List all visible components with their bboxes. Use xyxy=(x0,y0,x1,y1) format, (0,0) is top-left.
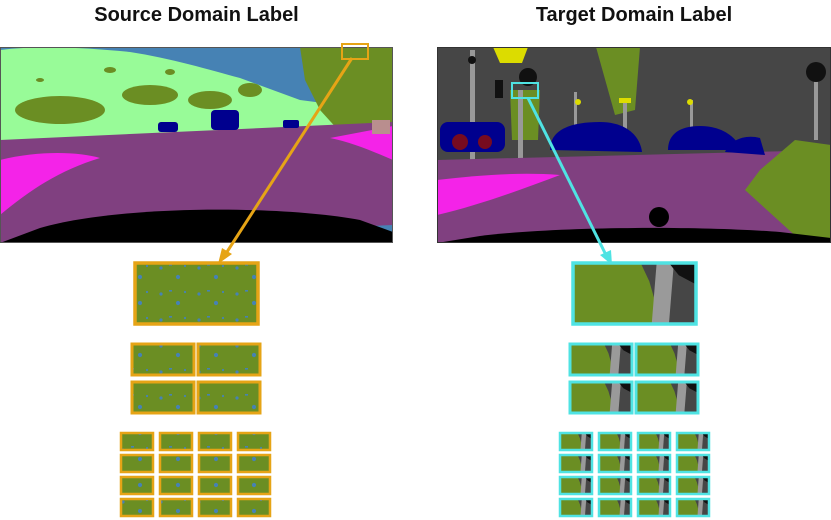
source-patch xyxy=(197,453,233,474)
source-patch xyxy=(119,431,155,452)
source-patch xyxy=(236,497,272,518)
source-patch xyxy=(236,453,272,474)
target-patch xyxy=(636,497,672,518)
source-patch xyxy=(158,431,194,452)
target-patch xyxy=(597,453,633,474)
target-patch xyxy=(558,497,594,518)
source-patch xyxy=(158,453,194,474)
target-patch xyxy=(636,475,672,496)
source-patch xyxy=(119,453,155,474)
target-crop-marker xyxy=(511,82,539,99)
source-patch xyxy=(236,431,272,452)
source-patch xyxy=(119,497,155,518)
source-patch xyxy=(197,431,233,452)
target-segmentation-image xyxy=(437,47,831,243)
source-segmentation-image xyxy=(0,47,393,243)
source-patch xyxy=(196,342,262,377)
target-patch xyxy=(597,497,633,518)
source-patch xyxy=(133,261,260,326)
target-patch xyxy=(568,380,634,415)
source-patch xyxy=(197,475,233,496)
target-patch xyxy=(675,497,711,518)
source-patch xyxy=(236,475,272,496)
target-patch xyxy=(636,431,672,452)
target-patch xyxy=(675,453,711,474)
source-patch xyxy=(158,497,194,518)
target-patch xyxy=(558,475,594,496)
target-patch xyxy=(597,475,633,496)
source-arrow xyxy=(223,57,354,256)
target-patch xyxy=(568,342,634,377)
source-patch xyxy=(119,475,155,496)
target-patch xyxy=(571,261,698,326)
target-patch xyxy=(675,475,711,496)
source-pyramid xyxy=(119,261,272,518)
target-patch xyxy=(634,380,700,415)
target-patch xyxy=(675,431,711,452)
target-patch xyxy=(558,453,594,474)
source-patch xyxy=(196,380,262,415)
source-crop-marker xyxy=(341,43,369,60)
source-patch xyxy=(158,475,194,496)
target-patch xyxy=(597,431,633,452)
target-domain-title: Target Domain Label xyxy=(535,4,733,26)
target-pyramid xyxy=(558,261,711,518)
target-arrow xyxy=(526,97,608,256)
target-patch xyxy=(558,431,594,452)
source-patch xyxy=(197,497,233,518)
source-patch xyxy=(130,380,196,415)
target-patch xyxy=(636,453,672,474)
target-patch xyxy=(634,342,700,377)
source-domain-title: Source Domain Label xyxy=(94,4,299,26)
source-patch xyxy=(130,342,196,377)
